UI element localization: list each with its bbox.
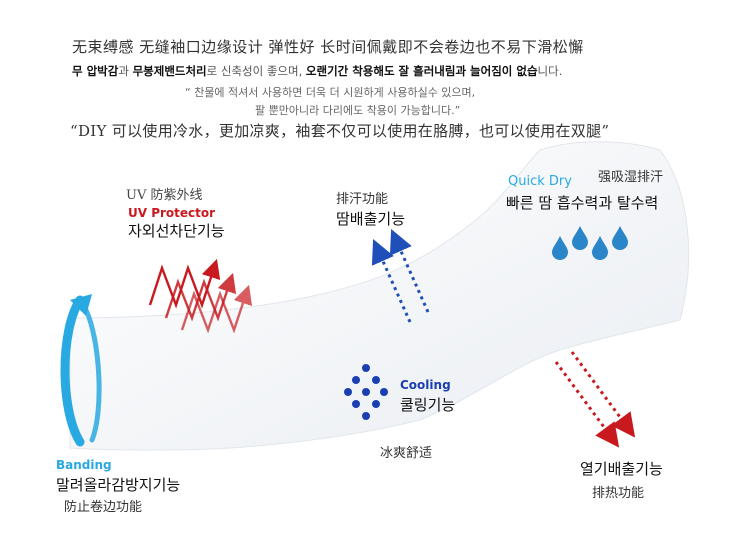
cooling-label-cn: 冰爽舒适 — [380, 446, 433, 461]
line2-text-2: 과 — [118, 64, 133, 78]
cooling-label-ko: 쿨링기능 — [400, 396, 456, 414]
banding-label-en: Banding — [56, 458, 112, 472]
heat-dotted-arrows-icon — [554, 351, 636, 448]
arm-sleeve — [69, 141, 690, 451]
cooling-label-en: Cooling — [400, 378, 451, 392]
quickdry-label-ko: 빠른 땀 흡수력과 탈수력 — [506, 194, 659, 212]
line2-bold-3: 무봉제밴드처리 — [132, 64, 207, 78]
banding-label-cn: 防止卷边功能 — [64, 500, 143, 515]
heat-label-cn: 排热功能 — [592, 486, 645, 501]
header-line-ko-3: 팔 뿐만아니라 다리에도 착용이 가능합니다.” — [255, 104, 461, 117]
header-line-cn-2: “DIY 可以使用冷水，更加凉爽，袖套不仅可以使用在胳膊，也可以使用在双腿” — [70, 122, 610, 140]
uv-ray-arrows-icon — [148, 258, 253, 334]
uv-label-en: UV Protector — [128, 206, 216, 220]
heat-label-ko: 열기배출기능 — [580, 460, 663, 478]
banding-swirl-icon — [60, 294, 102, 447]
line2-bold-5: 오랜기간 착용해도 잘 흘러내림과 늘어짐이 없습 — [305, 64, 538, 78]
header-line-cn: 无束缚感 无缝袖口边缘设计 弹性好 长时间佩戴即不会卷边也不易下滑松懈 — [72, 38, 584, 56]
header-line-ko: 무 압박감과 무봉제밴드처리로 신축성이 좋으며, 오랜기간 착용해도 잘 흘러… — [72, 63, 562, 79]
sweat-dotted-arrows-icon — [371, 229, 430, 323]
cooling-dots-icon — [344, 364, 388, 420]
line2-bold-1: 무 압박감 — [72, 64, 119, 78]
line2-text-6: 니다. — [537, 64, 563, 78]
banding-label-ko: 말려올라감방지기능 — [56, 476, 181, 494]
water-droplets-icon — [552, 226, 628, 260]
sweat-label-ko: 땀배출기능 — [336, 210, 406, 228]
uv-label-cn: UV 防紫外线 — [126, 188, 203, 203]
sweat-label-cn: 排汗功能 — [336, 192, 389, 207]
uv-label-ko: 자외선차단기능 — [128, 222, 225, 240]
header-line-ko-2: “ 찬물에 적셔서 사용하면 더욱 더 시원하게 사용하실수 있으며, — [185, 86, 476, 99]
quickdry-label-en: Quick Dry — [508, 174, 572, 189]
quickdry-label-cn: 强吸湿排汗 — [598, 170, 664, 185]
line2-text-4: 로 신축성이 좋으며, — [206, 64, 306, 78]
